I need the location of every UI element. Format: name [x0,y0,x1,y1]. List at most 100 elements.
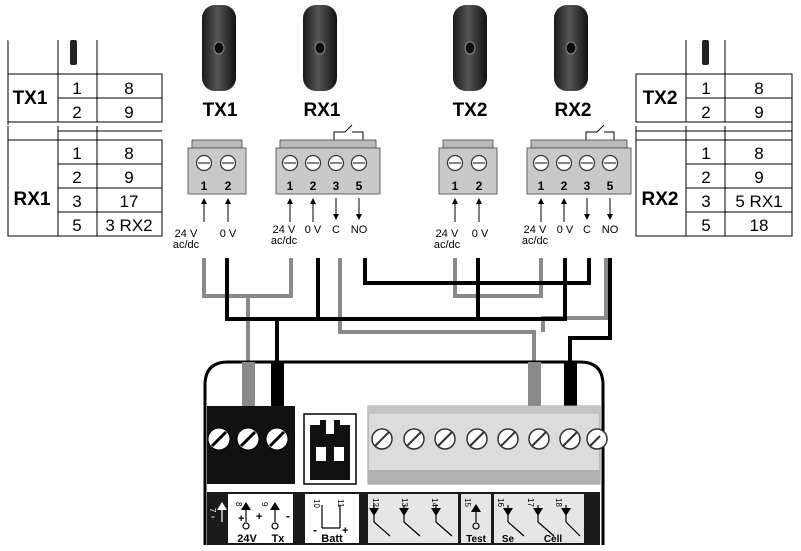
terminal-number: 2 [225,179,232,193]
device-label: TX2 [453,100,488,121]
table-cell: 2 [701,103,710,122]
terminal-label: 24 V [273,224,296,236]
sign-minus: - [286,509,290,523]
terminal-label: 24 V [175,228,198,240]
terminal-number: 1 [201,179,208,193]
table-cell: 8 [754,79,763,98]
pin-number: 17 [526,498,535,507]
table-cell: 1 [701,144,710,163]
table-cell: 3 [72,192,81,211]
sign-plus: + [342,525,348,537]
terminal-number: 2 [310,179,317,193]
device-tx1: TX1 [202,5,238,121]
table-cell: 5 [72,216,81,235]
terminal-number: 3 [584,179,591,193]
pin-number: 14 [430,498,439,507]
table-cell: 8 [754,144,763,163]
wire-rx2-c [568,258,612,370]
terminal-block-rx1: 1 2 3 5 24 V ac/dc 0 V C NO [271,124,381,247]
sign-plus: + [238,513,244,525]
pin-number: 15 [463,498,472,507]
terminal-block-tx1: 1 2 24 V ac/dc 0 V [173,139,247,251]
sign-minus: - [211,509,215,523]
label-24v: 24V [237,533,257,545]
pin-number: 7 [208,508,217,513]
control-board: 7 8 9 10 11 12 13 14 15 16 17 18 [203,360,608,545]
table-name-rx2: RX2 [642,189,679,210]
pin-number: 13 [400,498,409,507]
table-cell: 2 [72,168,81,187]
device-label: TX1 [203,100,238,121]
wire-c-rx1 [338,296,536,370]
terminal-label: 0 V [220,228,237,240]
device-rx1: RX1 [303,5,341,121]
terminal-label: ac/dc [434,239,461,251]
table-cell: 1 [701,79,710,98]
device-rx2: RX2 [554,5,591,121]
device-tx2: TX2 [453,5,488,121]
table-name-tx1: TX1 [13,88,48,109]
table-cell: 1 [72,79,81,98]
table-cell: 3 [701,192,710,211]
right-table-group: TX2 1 8 2 9 RX2 1 8 2 9 3 5 RX1 5 18 [635,40,793,237]
label-se: Se [502,534,515,545]
wire-no-c [363,258,591,285]
wire-24v-right [453,258,543,298]
table-cell: 5 RX1 [735,192,782,211]
label-batt: Batt [321,533,343,545]
label-tx: Tx [272,533,286,545]
pin-number: 10 [312,499,321,508]
table-cell: 8 [124,144,133,163]
table-cell: 9 [124,103,133,122]
label-cell: Cell [544,534,563,545]
terminal-block-rx2: 1 2 3 5 24 V ac/dc 0 V C NO [522,124,632,247]
device-label: RX2 [555,100,592,121]
terminal-number: 2 [561,179,568,193]
terminal-label: NO [351,224,368,236]
wire-0v-right [478,258,567,321]
table-cell: 9 [754,168,763,187]
wire-end [242,362,255,406]
sensor-mini-icon [702,40,709,65]
pin-number: 9 [260,502,269,507]
pin-number: 11 [336,499,345,508]
terminal-label: ac/dc [173,239,200,251]
io-screws [371,428,608,450]
table-name-tx2: TX2 [643,88,678,109]
wire-end [564,362,577,406]
table-cell: 9 [124,168,133,187]
sensor-mini-icon [70,40,77,65]
pin-number: 8 [234,502,243,507]
wires [202,258,612,370]
table-cell: 2 [701,168,710,187]
table-cell: 5 [701,216,710,235]
pin-number: 18 [554,498,563,507]
wire-0v-left [225,258,320,321]
terminal-number: 1 [452,179,459,193]
wire-24v-left [202,258,293,298]
table-cell: 2 [72,103,81,122]
label-test: Test [466,534,486,545]
terminal-label: 0 V [557,224,574,236]
sign-minus: - [313,523,317,537]
terminal-number: 5 [356,179,363,193]
terminal-block-tx2: 1 2 24 V ac/dc 0 V [434,139,498,251]
terminal-label: ac/dc [522,235,549,247]
left-table-group: TX1 1 8 2 9 RX1 1 8 2 9 3 17 5 3 RX2 [7,39,163,237]
terminal-label: ac/dc [271,235,298,247]
table-cell: 17 [120,192,139,211]
terminal-label: 0 V [472,228,489,240]
table-cell: 1 [72,144,81,163]
terminal-number: 2 [476,179,483,193]
wire-end [528,362,541,406]
terminal-label: C [583,224,591,236]
terminal-label: 24 V [436,228,459,240]
table-name-rx1: RX1 [14,189,51,210]
terminal-number: 5 [607,179,614,193]
terminal-number: 1 [538,179,545,193]
table-cell: 18 [750,216,769,235]
terminal-number: 3 [333,179,340,193]
pin-symbols [217,502,581,537]
terminal-label: 24 V [524,224,547,236]
